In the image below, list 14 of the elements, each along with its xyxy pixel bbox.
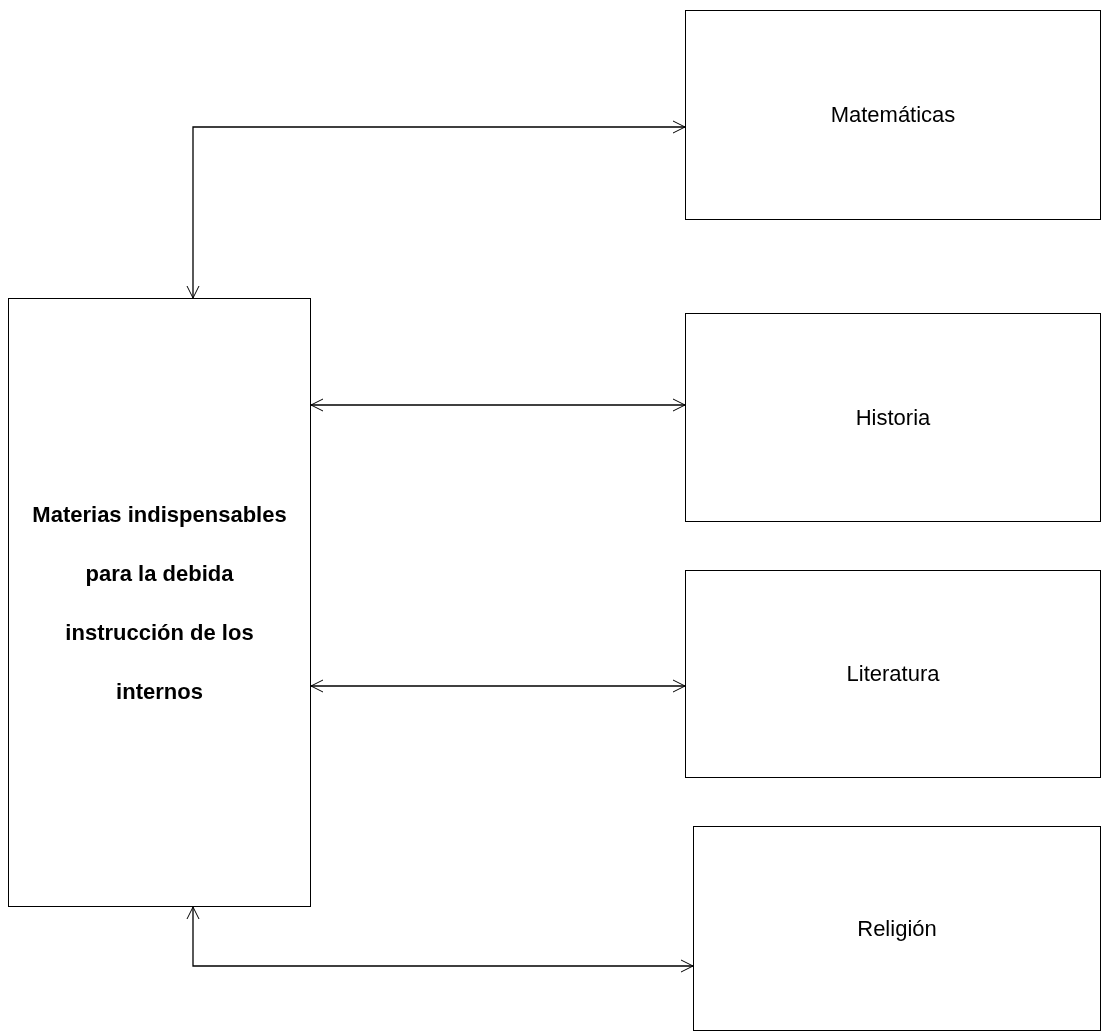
subject-label: Literatura: [845, 660, 941, 688]
double-arrow: [310, 398, 686, 412]
subject-box: [685, 10, 1101, 220]
double-arrow: [186, 120, 686, 299]
heading-text: Materias indispensables para la debida instrucción de los internos: [31, 500, 288, 706]
double-arrow: [186, 906, 694, 973]
subject-box: [685, 570, 1101, 778]
double-arrow: [310, 679, 686, 693]
subject-box: [685, 313, 1101, 522]
subject-box: [8, 298, 311, 907]
subject-label: Matemáticas: [829, 101, 957, 129]
subject-label: Historia: [854, 403, 932, 432]
subject-box: [693, 826, 1101, 1031]
subject-label: Religión: [856, 914, 938, 943]
